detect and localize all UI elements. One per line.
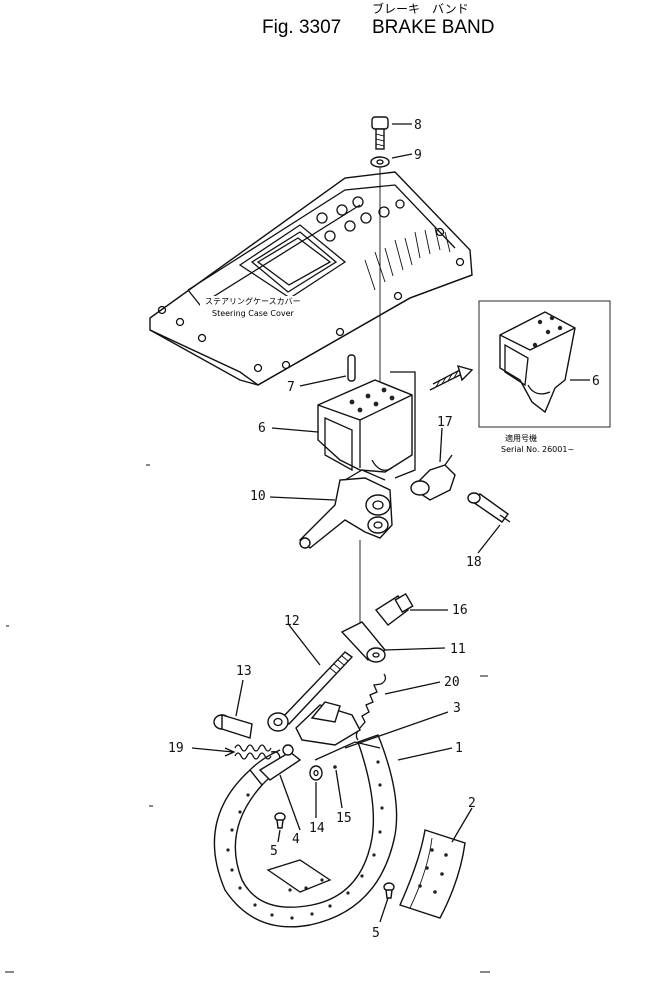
part-number-14: 14 (309, 821, 325, 836)
part-number-7: 7 (287, 380, 295, 395)
part-number-12: 12 (284, 614, 300, 629)
direction-arrow (429, 364, 474, 391)
figure-title: BRAKE BAND (372, 17, 494, 38)
part-number-3: 3 (453, 701, 461, 716)
washer (370, 156, 390, 168)
part-number-19: 19 (168, 741, 184, 756)
part-number-5-right: 5 (372, 926, 380, 941)
guide-bolt (213, 714, 253, 739)
part-number-13: 13 (236, 664, 252, 679)
bolt (371, 116, 389, 150)
case-cover-label-en: Steering Case Cover (212, 309, 295, 318)
serial-inset: 6 (478, 300, 611, 428)
part-number-10: 10 (250, 489, 266, 504)
adjusting-rod (267, 651, 354, 732)
inset-bracket-number: 6 (592, 374, 600, 389)
part-number-18: 18 (466, 555, 482, 570)
anchor-link (258, 744, 302, 781)
part-number-16: 16 (452, 603, 468, 618)
figure-number: Fig. 3307 (262, 17, 341, 38)
pin (347, 354, 356, 382)
part-number-4: 4 (292, 832, 300, 847)
adjuster (374, 592, 414, 626)
part-number-11: 11 (450, 642, 466, 657)
part-number-8: 8 (414, 118, 422, 133)
pin-rod (467, 492, 511, 523)
rivet-lining (383, 882, 395, 899)
part-number-1: 1 (455, 741, 463, 756)
steering-case-cover: ステアリングケースカバー Steering Case Cover (149, 171, 473, 386)
cam-lever (410, 454, 456, 501)
part-number-6: 6 (258, 421, 266, 436)
case-cover-label-jp: ステアリングケースカバー (205, 296, 301, 306)
band-holes (226, 760, 384, 920)
washer-small (309, 765, 323, 781)
serial-label-en: Serial No. 26001~ (501, 445, 574, 454)
part-numbers: 8 9 7 6 17 10 18 16 12 11 13 20 3 19 1 2… (168, 118, 482, 941)
part-number-15: 15 (336, 811, 352, 826)
bracket (317, 379, 413, 473)
rivet (274, 812, 286, 829)
part-number-2: 2 (468, 796, 476, 811)
part-number-20: 20 (444, 675, 460, 690)
part-number-17: 17 (437, 415, 453, 430)
title-japanese: ブレーキ バンド (372, 1, 469, 16)
brake-lining (399, 829, 466, 919)
band-bracket (295, 701, 361, 746)
return-spring (234, 744, 281, 761)
part-number-9: 9 (414, 148, 422, 163)
brake-band (213, 734, 398, 928)
lever (298, 469, 393, 549)
serial-label-jp: 適用号機 (505, 433, 537, 443)
part-number-5-left: 5 (270, 844, 278, 859)
